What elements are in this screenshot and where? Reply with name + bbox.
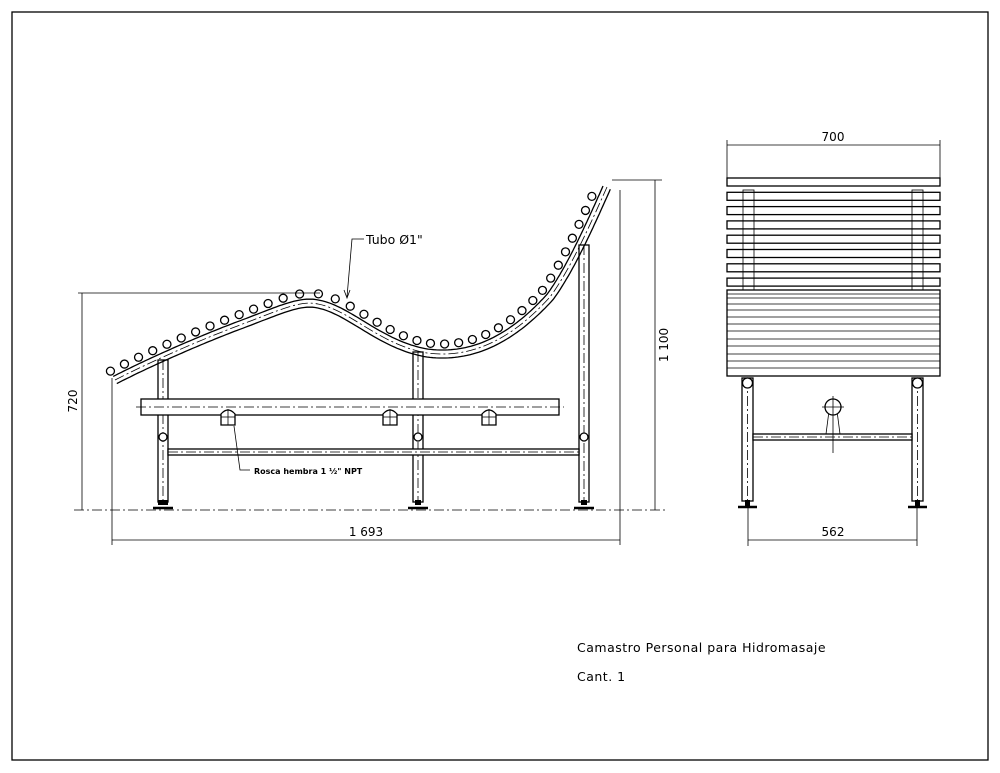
slat-circle — [546, 273, 556, 283]
fitting — [382, 409, 398, 426]
slat-circle — [162, 339, 172, 349]
slat-circle — [263, 298, 273, 309]
slat-circle — [453, 338, 464, 348]
slat-circle — [278, 293, 288, 303]
dim-720: 720 — [66, 390, 80, 413]
slat-circle — [412, 335, 422, 346]
fitting — [220, 409, 236, 426]
backrest-slat — [726, 234, 941, 244]
tube-edge — [116, 189, 611, 385]
front-view: 700 562 — [726, 130, 941, 546]
slat-circle — [537, 285, 548, 295]
side-view: Tubo Ø1" Rosca hembra 1 ½" NPT 720 1 100… — [66, 179, 671, 545]
dim-700: 700 — [822, 130, 845, 144]
leg-left — [153, 359, 173, 510]
slat-circle — [580, 205, 591, 216]
slat-circle — [190, 327, 201, 337]
slat-circle — [493, 323, 504, 333]
slat-circle — [372, 317, 382, 327]
slat-circle — [234, 309, 244, 320]
backrest-slat — [726, 191, 941, 201]
thread-annotation: Rosca hembra 1 ½" NPT — [254, 466, 363, 476]
slat-circle — [359, 309, 369, 319]
slat-circle — [219, 315, 230, 325]
slat-circle — [574, 219, 584, 230]
dim-1693: 1 693 — [349, 525, 383, 539]
slat-circle — [133, 352, 144, 362]
slat-circle — [119, 359, 130, 369]
slat-circle — [176, 333, 186, 343]
slat-circle — [105, 366, 116, 376]
slat-circle — [528, 295, 538, 306]
slat-circle — [398, 331, 409, 341]
slat-circle — [467, 334, 478, 345]
slat-circle — [148, 346, 158, 356]
tube-centerline — [114, 186, 608, 381]
slat-circle — [517, 305, 527, 316]
tube-edge — [112, 185, 604, 377]
drawing-border — [11, 11, 989, 761]
slat-circle — [560, 247, 571, 257]
seat-lines — [727, 293, 940, 369]
backrest-slat — [726, 220, 941, 230]
slat-circle — [425, 338, 436, 348]
drawing-quantity: Cant. 1 — [577, 669, 626, 684]
slat-circle — [313, 289, 324, 299]
slat-circle — [330, 294, 340, 304]
slat-circle — [345, 301, 355, 311]
slat-circle — [294, 289, 305, 299]
backrest-slat — [726, 177, 941, 187]
slat-circle — [205, 321, 215, 331]
backrest-slat — [726, 277, 941, 287]
tube-annotation: Tubo Ø1" — [365, 232, 423, 247]
drawing-title: Camastro Personal para Hidromasaje — [577, 640, 826, 655]
slat-circle — [385, 324, 395, 335]
fitting — [481, 409, 497, 426]
slat-circle — [567, 233, 578, 243]
dim-562: 562 — [822, 525, 845, 539]
seat-block — [726, 289, 941, 377]
backrest-slat — [726, 263, 941, 273]
slat-circle — [505, 315, 516, 325]
dim-1100: 1 100 — [657, 328, 671, 362]
backrest-slats — [726, 177, 941, 287]
backrest-slat — [726, 248, 941, 259]
thread-leader — [233, 425, 250, 471]
leg-middle — [408, 351, 428, 510]
slat-circle — [481, 329, 491, 340]
tube — [112, 185, 611, 385]
backrest-slat — [726, 205, 941, 216]
slat-circle — [248, 304, 259, 314]
tube-leader — [346, 238, 364, 298]
slat-circle — [587, 191, 597, 202]
inlet-fitting — [822, 396, 844, 453]
slat-circle — [553, 260, 563, 270]
slat-circles — [105, 191, 597, 376]
leg-right — [574, 244, 594, 510]
slat-circle — [439, 339, 450, 349]
